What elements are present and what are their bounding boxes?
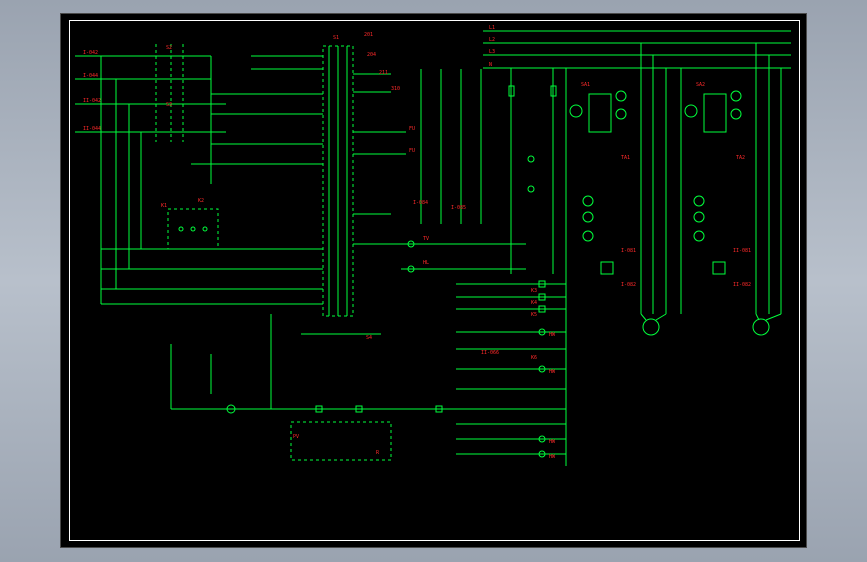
label-ii-044: II-044	[83, 126, 101, 132]
left-inputs: I-042 I-044 II-042 II-044 S2 S3	[75, 44, 226, 184]
label-hw-3: HW	[549, 439, 556, 445]
bus-label-n: N	[489, 62, 492, 68]
label-s1: S1	[333, 35, 339, 41]
label-ii-081: II-081	[733, 248, 751, 254]
label-ta1: TA1	[621, 155, 630, 161]
measurement-section: SA1 SA2 TA1 TA2	[508, 43, 782, 314]
label-k6: K6	[531, 355, 537, 361]
terminal-strip-s1: S1	[322, 35, 354, 317]
label-t201: 201	[364, 32, 373, 38]
control-wiring: FU FU 201 204 211 310	[100, 32, 415, 305]
label-hw-4: HW	[549, 454, 556, 460]
bus-label-l2: L2	[489, 37, 495, 43]
label-k5: K5	[531, 312, 537, 318]
bottom-circuit: PV R S4	[170, 314, 456, 461]
label-k1: K1	[161, 203, 167, 209]
relay-block: K1 K2	[161, 198, 219, 250]
label-hl: HL	[423, 260, 429, 266]
label-s2: S2	[166, 45, 172, 51]
label-i-042: I-042	[83, 50, 98, 56]
label-k2: K2	[198, 198, 204, 204]
label-t085: I-085	[451, 205, 466, 211]
label-ii-042: II-042	[83, 98, 101, 104]
label-i-081: I-081	[621, 248, 636, 254]
label-i-044: I-044	[83, 73, 98, 79]
bus-label-l1: L1	[489, 25, 495, 31]
label-t084: I-084	[413, 200, 428, 206]
label-pv: PV	[293, 434, 299, 440]
label-t204: 204	[367, 52, 376, 58]
label-i-082: I-082	[621, 282, 636, 288]
meters: I-081 I-082 II-081 II-082	[582, 195, 782, 336]
label-s4: S4	[366, 335, 372, 341]
label-k4: K4	[531, 300, 537, 306]
label-k3: K3	[531, 288, 537, 294]
label-fu-2: FU	[409, 148, 415, 154]
relay-ladder: K3 K4 K5 K6 II-066 HW HW HW HW	[456, 274, 567, 466]
drawing-border	[69, 20, 800, 541]
label-ta2: TA2	[736, 155, 745, 161]
drawing-canvas: L1 L2 L3 N I-042 I-044 II-042 II-044 S2 …	[60, 13, 807, 548]
label-ii-066: II-066	[481, 350, 499, 356]
label-t310: 310	[391, 86, 400, 92]
middle-relays: I-084 I-085 TV HL	[401, 69, 526, 273]
power-bus: L1 L2 L3 N	[483, 25, 791, 69]
label-sa1: SA1	[581, 82, 590, 88]
label-hw: HW	[549, 332, 556, 338]
schematic-diagram: L1 L2 L3 N I-042 I-044 II-042 II-044 S2 …	[75, 25, 791, 466]
bus-label-l3: L3	[489, 49, 495, 55]
label-t211: 211	[379, 70, 388, 76]
label-sa2: SA2	[696, 82, 705, 88]
label-fu: FU	[409, 126, 415, 132]
label-ii-082: II-082	[733, 282, 751, 288]
label-hw-2: HW	[549, 369, 556, 375]
label-s3: S3	[166, 102, 172, 108]
label-tv: TV	[423, 236, 429, 242]
label-r: R	[376, 450, 380, 456]
